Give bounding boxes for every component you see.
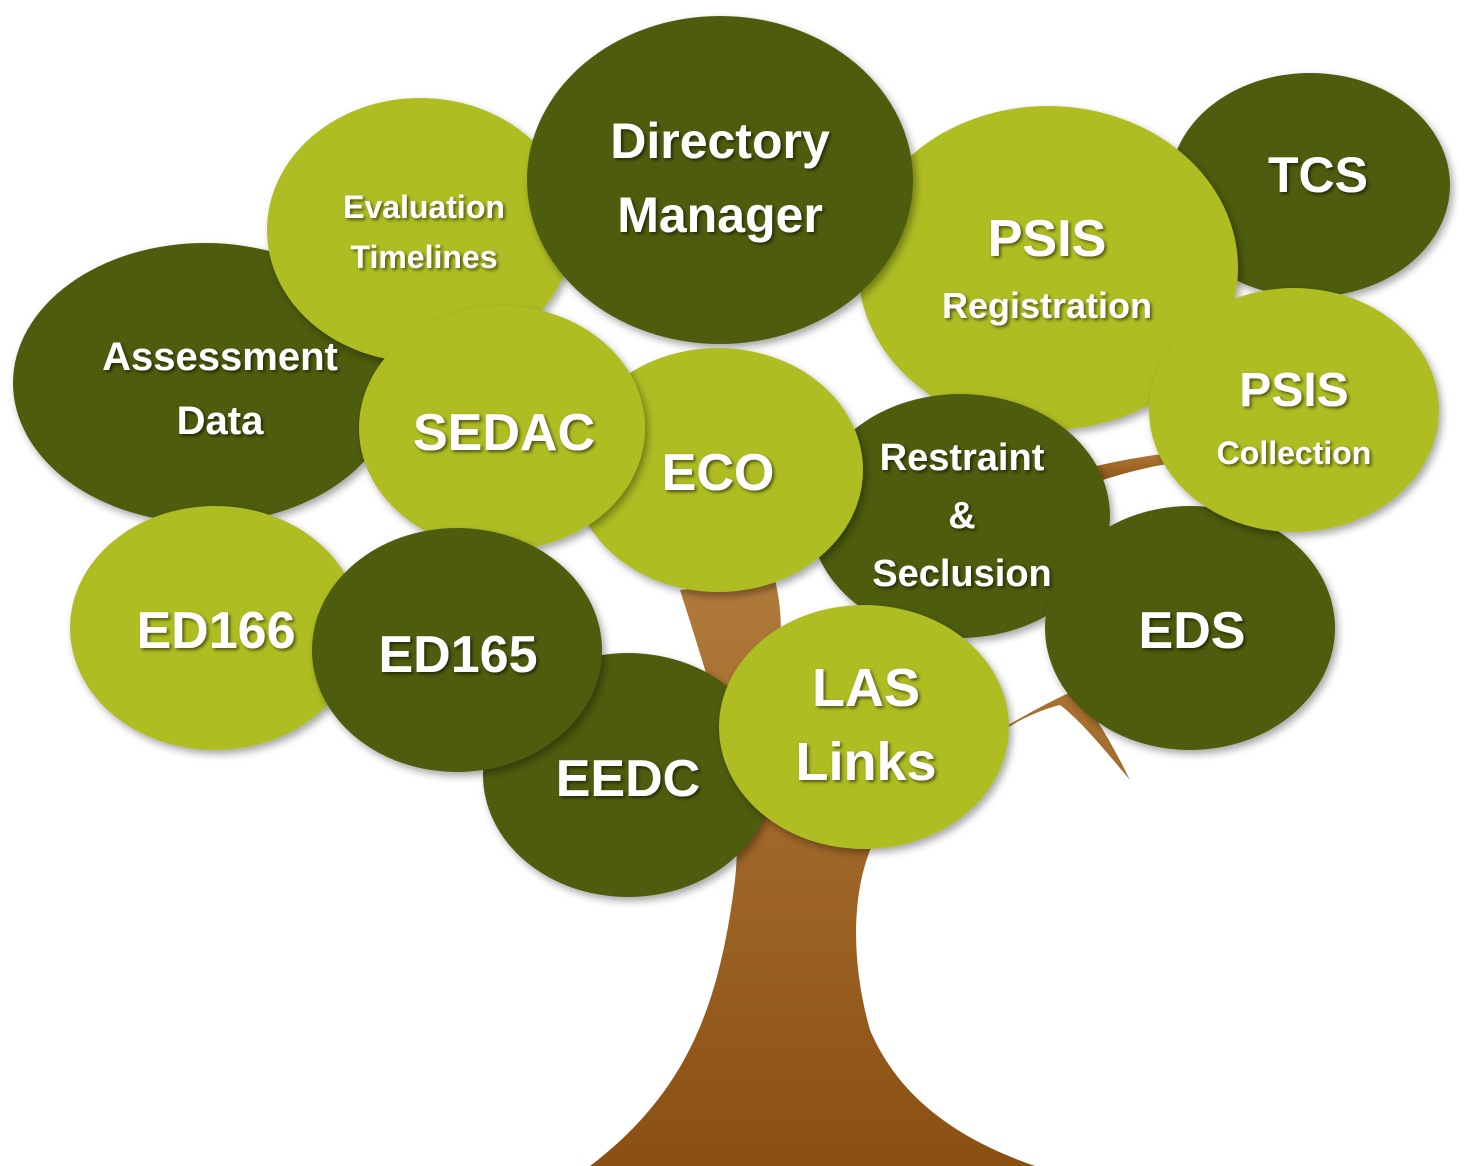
label-eco: ECO	[662, 444, 775, 502]
label-evaluation-timelines-1: Evaluation	[343, 189, 505, 225]
leaf-eco	[573, 348, 863, 592]
leaf-las-links	[719, 605, 1009, 849]
label-las-links-1: LAS	[812, 658, 920, 718]
label-psis-collection-2: Collection	[1217, 435, 1372, 471]
leaf-shape	[267, 98, 573, 362]
label-psis-registration-1: PSIS	[988, 210, 1107, 268]
leaf-restraint-seclusion	[810, 394, 1110, 638]
leaf-psis-collection	[1149, 288, 1439, 532]
label-directory-manager-1: Directory	[610, 113, 830, 169]
leaf-shape	[312, 528, 602, 772]
leaf-eds	[1045, 506, 1335, 750]
label-assessment-data-2: Data	[177, 399, 264, 443]
leaf-shape	[573, 348, 863, 592]
leaf-shape	[858, 106, 1238, 430]
label-las-links-2: Links	[795, 732, 936, 792]
leaf-shape	[359, 306, 645, 550]
leaf-directory-manager	[527, 16, 913, 344]
label-restraint-seclusion-3: Seclusion	[872, 553, 1052, 595]
label-evaluation-timelines-2: Timelines	[350, 239, 497, 275]
leaf-shape	[810, 394, 1110, 638]
label-assessment-data-1: Assessment	[102, 335, 338, 379]
leaf-assessment-data	[13, 243, 397, 523]
leaf-shape	[1045, 506, 1335, 750]
leaf-shape	[13, 243, 397, 523]
leaf-ed166	[70, 506, 360, 750]
leaf-evaluation-timelines	[267, 98, 573, 362]
leaf-ed165	[312, 528, 602, 772]
leaf-tcs	[1170, 73, 1450, 297]
leaf-shape	[70, 506, 360, 750]
label-restraint-seclusion-1: Restraint	[880, 437, 1045, 479]
leaf-shape	[527, 16, 913, 344]
label-eds: EDS	[1139, 602, 1246, 660]
branch-right	[1080, 452, 1180, 484]
leaf-psis-registration	[858, 106, 1238, 430]
label-directory-manager-2: Manager	[617, 187, 823, 243]
label-psis-collection-1: PSIS	[1239, 364, 1348, 417]
label-tcs: TCS	[1268, 147, 1368, 203]
label-eedc: EEDC	[556, 750, 700, 808]
leaf-shape	[1170, 73, 1450, 297]
label-restraint-seclusion-2: &	[948, 495, 975, 537]
label-psis-registration-2: Registration	[942, 285, 1152, 326]
leaf-sedac	[359, 306, 645, 550]
label-ed165: ED165	[379, 626, 538, 684]
label-ed166: ED166	[137, 602, 296, 660]
labels: Assessment Data Evaluation Timelines Dir…	[102, 113, 1371, 808]
leaf-shape	[1149, 288, 1439, 532]
leaf-shape	[719, 605, 1009, 849]
label-sedac: SEDAC	[413, 404, 595, 462]
